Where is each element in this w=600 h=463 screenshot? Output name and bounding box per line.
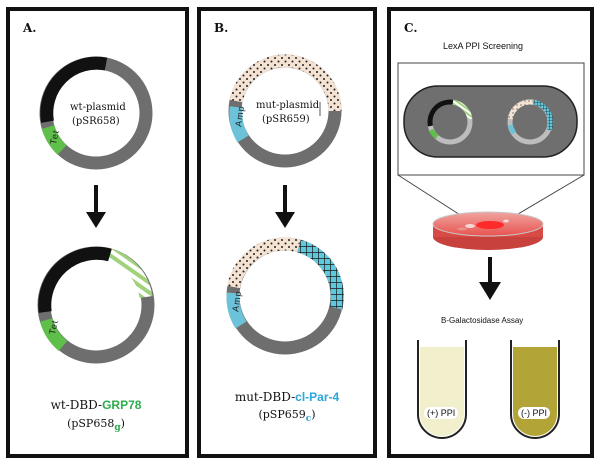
mut-plasmid-ring-icon <box>228 54 342 168</box>
wt-plasmid-ring-icon <box>39 56 153 170</box>
panel-b-label: B. <box>214 21 229 35</box>
panel-a <box>6 7 189 458</box>
panel-a-label: A. <box>23 21 37 35</box>
down-arrow-icon <box>86 185 106 228</box>
small-plasmid-a-icon <box>427 99 473 145</box>
tube-positive-label: (+) PPI <box>424 407 459 419</box>
tube-negative-label: (-) PPI <box>518 407 550 419</box>
mut-construct-name: mut-DBD-cl-Par-4 <box>234 390 340 404</box>
wt-construct-id: (pSP658g) <box>67 417 125 434</box>
zoom-line-left <box>397 174 469 221</box>
zoom-line-right <box>507 174 585 221</box>
mut-construct-ring-icon <box>226 237 344 355</box>
test-tube-negative-icon <box>510 340 560 439</box>
test-tube-positive-icon <box>417 340 467 439</box>
mut-construct-id: (pSP659c) <box>258 408 316 425</box>
wt-plasmid-id: (pSR658) <box>72 116 120 127</box>
mut-plasmid-id: (pSR659) <box>262 114 310 125</box>
wt-construct-name: wt-DBD-GRP78 <box>50 398 142 412</box>
down-arrow-icon <box>275 185 295 228</box>
petri-dish-icon <box>432 211 544 250</box>
down-arrow-icon <box>479 257 501 300</box>
panel-b <box>197 7 377 458</box>
assay-title: B-Galactosidase Assay <box>441 316 524 325</box>
screening-title: LexA PPI Screening <box>443 41 524 51</box>
small-plasmid-b-icon <box>507 99 554 145</box>
mut-plasmid-name: mut-plasmid <box>256 100 320 111</box>
wt-plasmid-name: wt-plasmid <box>70 102 126 113</box>
panel-c-label: C. <box>404 21 418 35</box>
wt-construct-ring-icon <box>37 246 155 364</box>
